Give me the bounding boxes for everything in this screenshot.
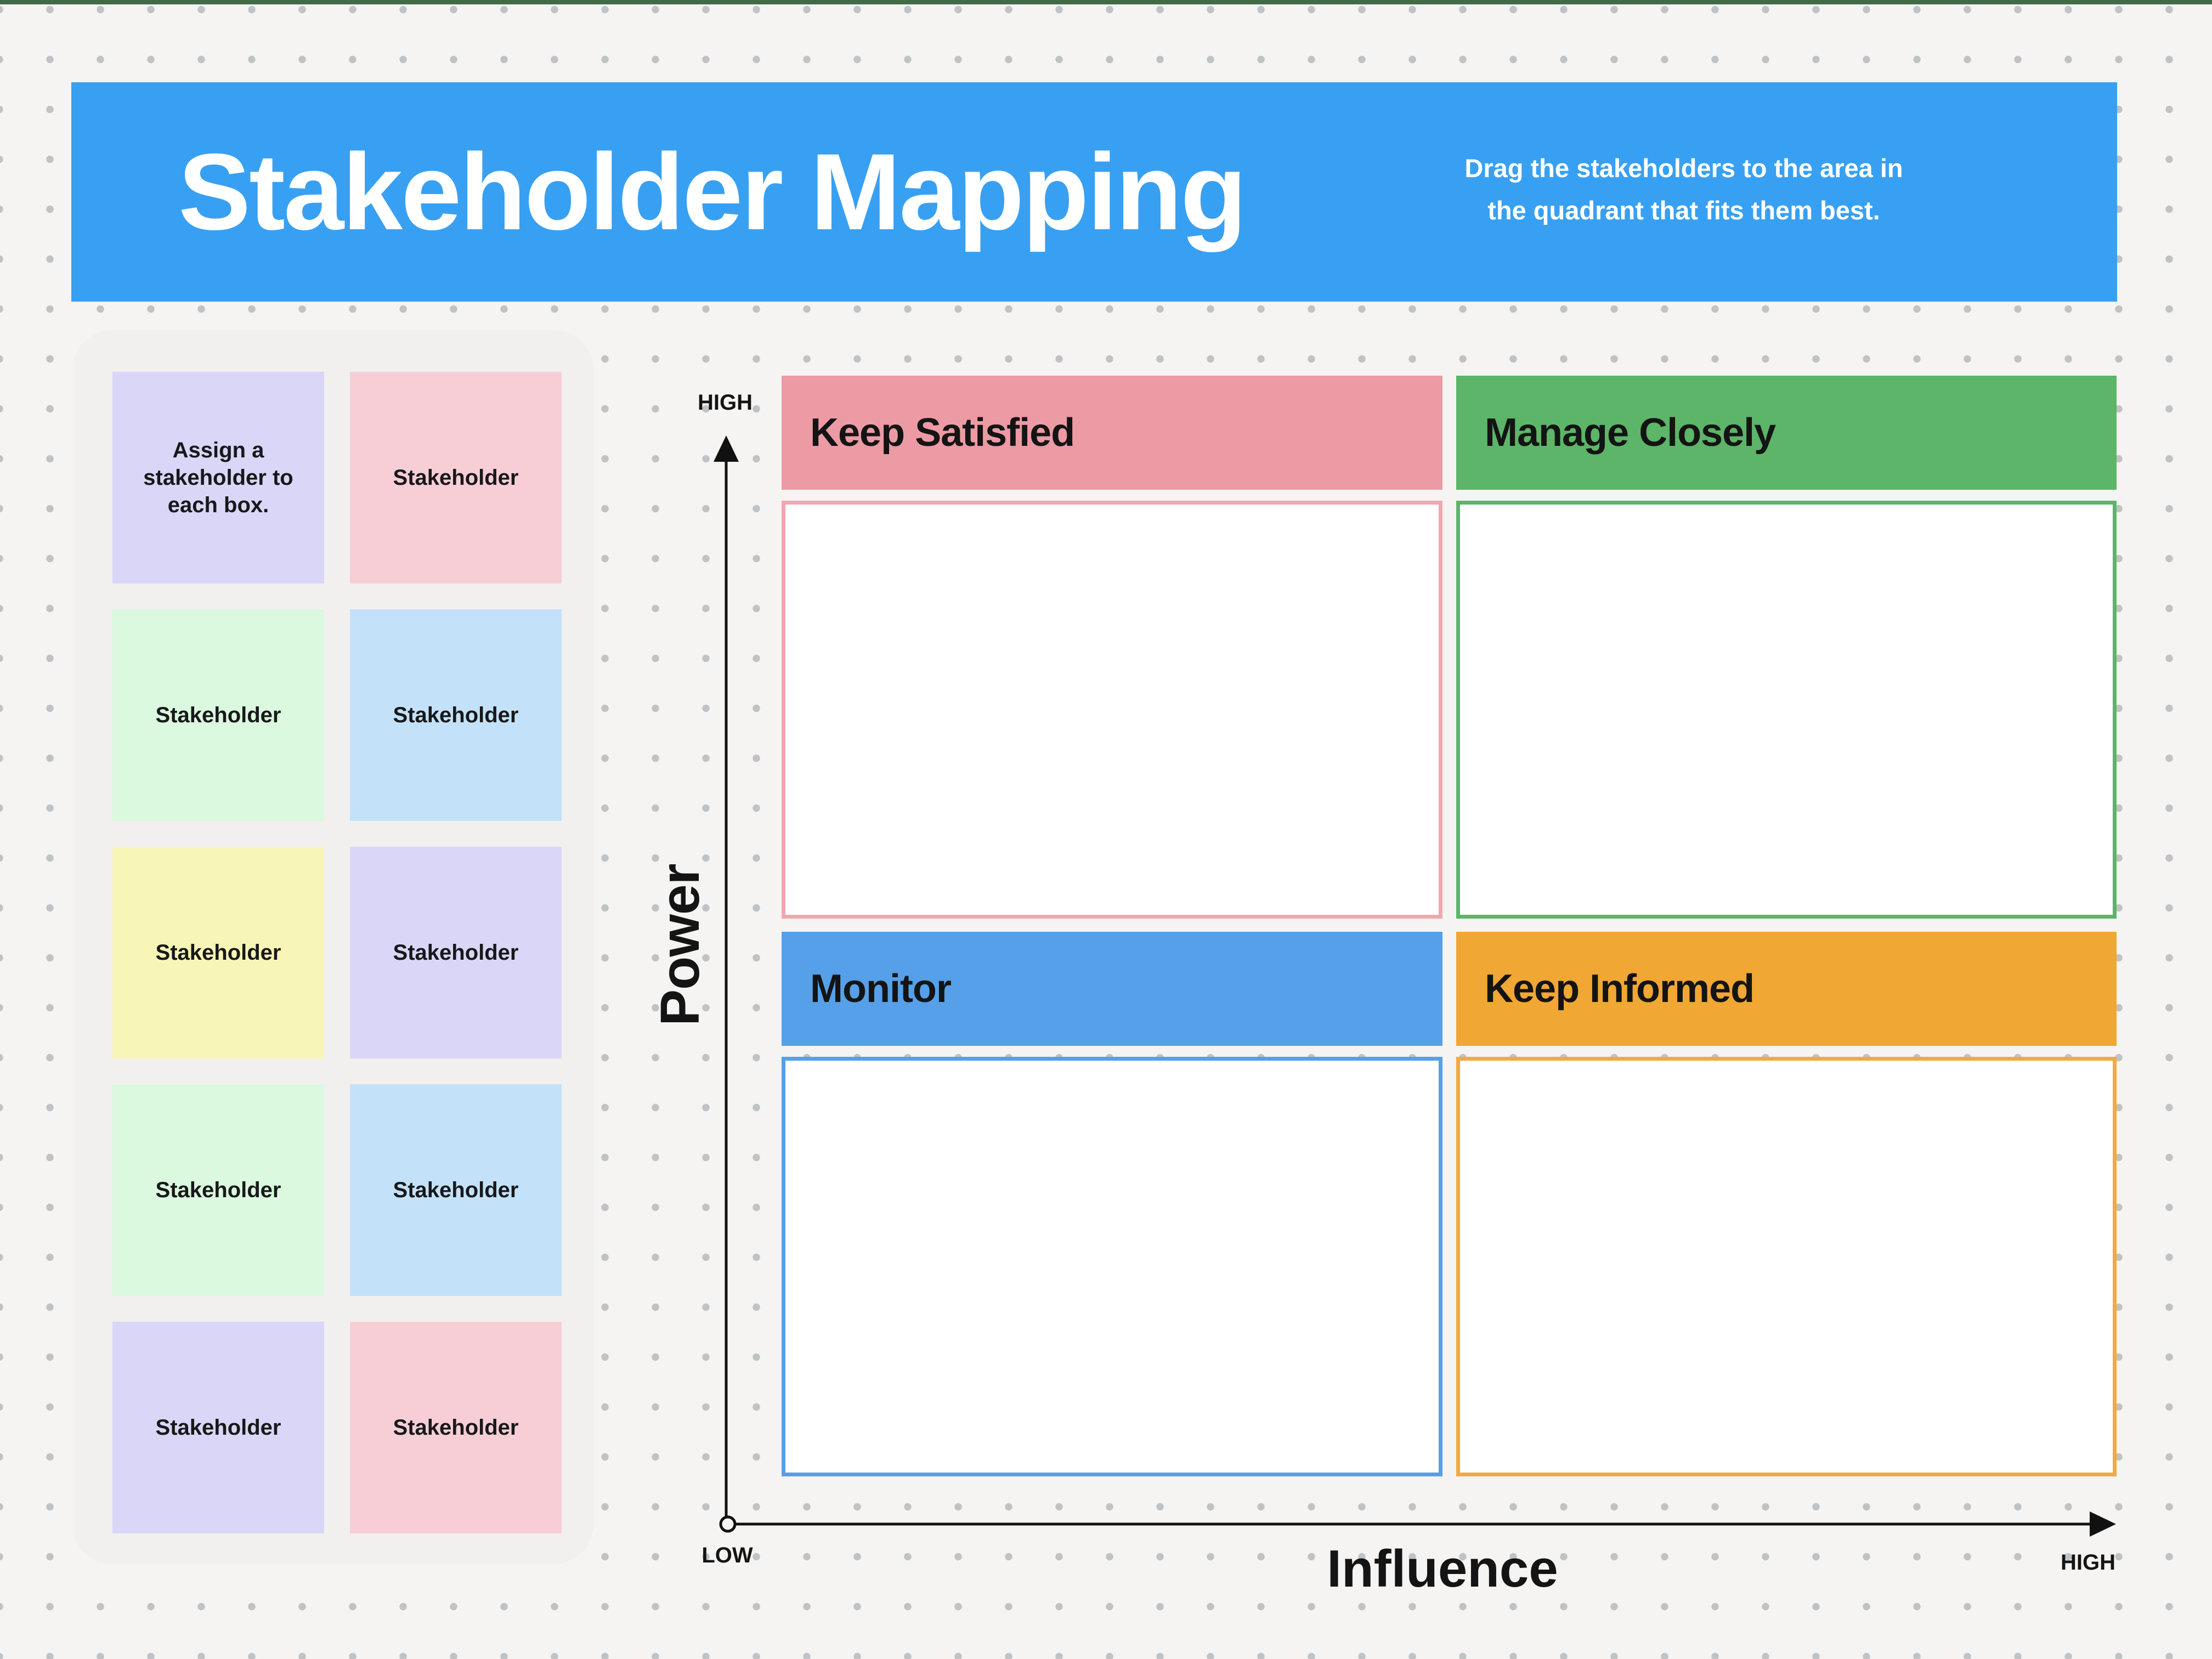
page-instructions: Drag the stakeholders to the area in the… [1344,147,2024,231]
sticky-note-label: Stakeholder [155,941,281,965]
sticky-note[interactable]: Stakeholder [350,609,562,821]
sticky-note-label: Stakeholder [155,1178,281,1202]
y-axis-arrowhead-icon [714,435,739,462]
quadrant-label: Manage Closely [1485,411,1776,455]
x-axis-title: Influence [1327,1539,1558,1598]
x-axis-high-label: HIGH [2061,1550,2115,1575]
header-banner: Stakeholder Mapping Drag the stakeholder… [71,82,2117,302]
sticky-note-instruction[interactable]: Assign a stakeholder to each box. [112,372,324,584]
sticky-note[interactable]: Stakeholder [350,372,562,584]
x-axis-arrowhead-icon [2090,1511,2116,1537]
sticky-note-label: Stakeholder [155,703,281,727]
dropzone-keep-satisfied[interactable] [782,501,1442,919]
dropzone-monitor[interactable] [782,1057,1442,1476]
sticky-note[interactable]: Stakeholder [112,609,324,821]
sticky-note-label: Stakeholder [393,941,519,965]
sticky-note-label: Stakeholder [393,1178,519,1202]
y-axis-high-label: HIGH [698,390,753,415]
sticky-note-label: Assign a stakeholder to each box. [143,438,293,517]
dropzone-keep-informed[interactable] [1456,1057,2117,1476]
sticky-note[interactable]: Stakeholder [350,847,562,1058]
quadrant-label: Keep Satisfied [810,411,1075,455]
sticky-note[interactable]: Stakeholder [112,1322,324,1533]
quadrant-label: Monitor [810,967,952,1011]
quadrant-header-keep-informed: Keep Informed [1456,932,2117,1046]
y-axis-low-label: LOW [701,1543,753,1567]
page-title: Stakeholder Mapping [178,131,1247,252]
sticky-note[interactable]: Stakeholder [350,1322,562,1533]
quadrant-label: Keep Informed [1485,967,1755,1011]
sticky-note-label: Stakeholder [155,1415,281,1440]
quadrant-header-manage-closely: Manage Closely [1456,376,2117,490]
quadrant-header-keep-satisfied: Keep Satisfied [782,376,1442,490]
quadrant-header-monitor: Monitor [782,932,1442,1046]
instructions-line-1: Drag the stakeholders to the area in [1464,154,1903,183]
top-accent-bar [0,0,2212,4]
axis-origin-icon [719,1515,737,1533]
sticky-note-label: Stakeholder [393,466,519,490]
sticky-note-label: Stakeholder [393,703,519,727]
dropzone-manage-closely[interactable] [1456,501,2117,919]
sticky-note[interactable]: Stakeholder [350,1084,562,1296]
sticky-note-label: Stakeholder [393,1415,519,1440]
instructions-line-2: the quadrant that fits them best. [1487,196,1880,225]
sticky-note[interactable]: Stakeholder [112,1084,324,1296]
y-axis-title: Power [649,864,711,1026]
sticky-note[interactable]: Stakeholder [112,847,324,1058]
